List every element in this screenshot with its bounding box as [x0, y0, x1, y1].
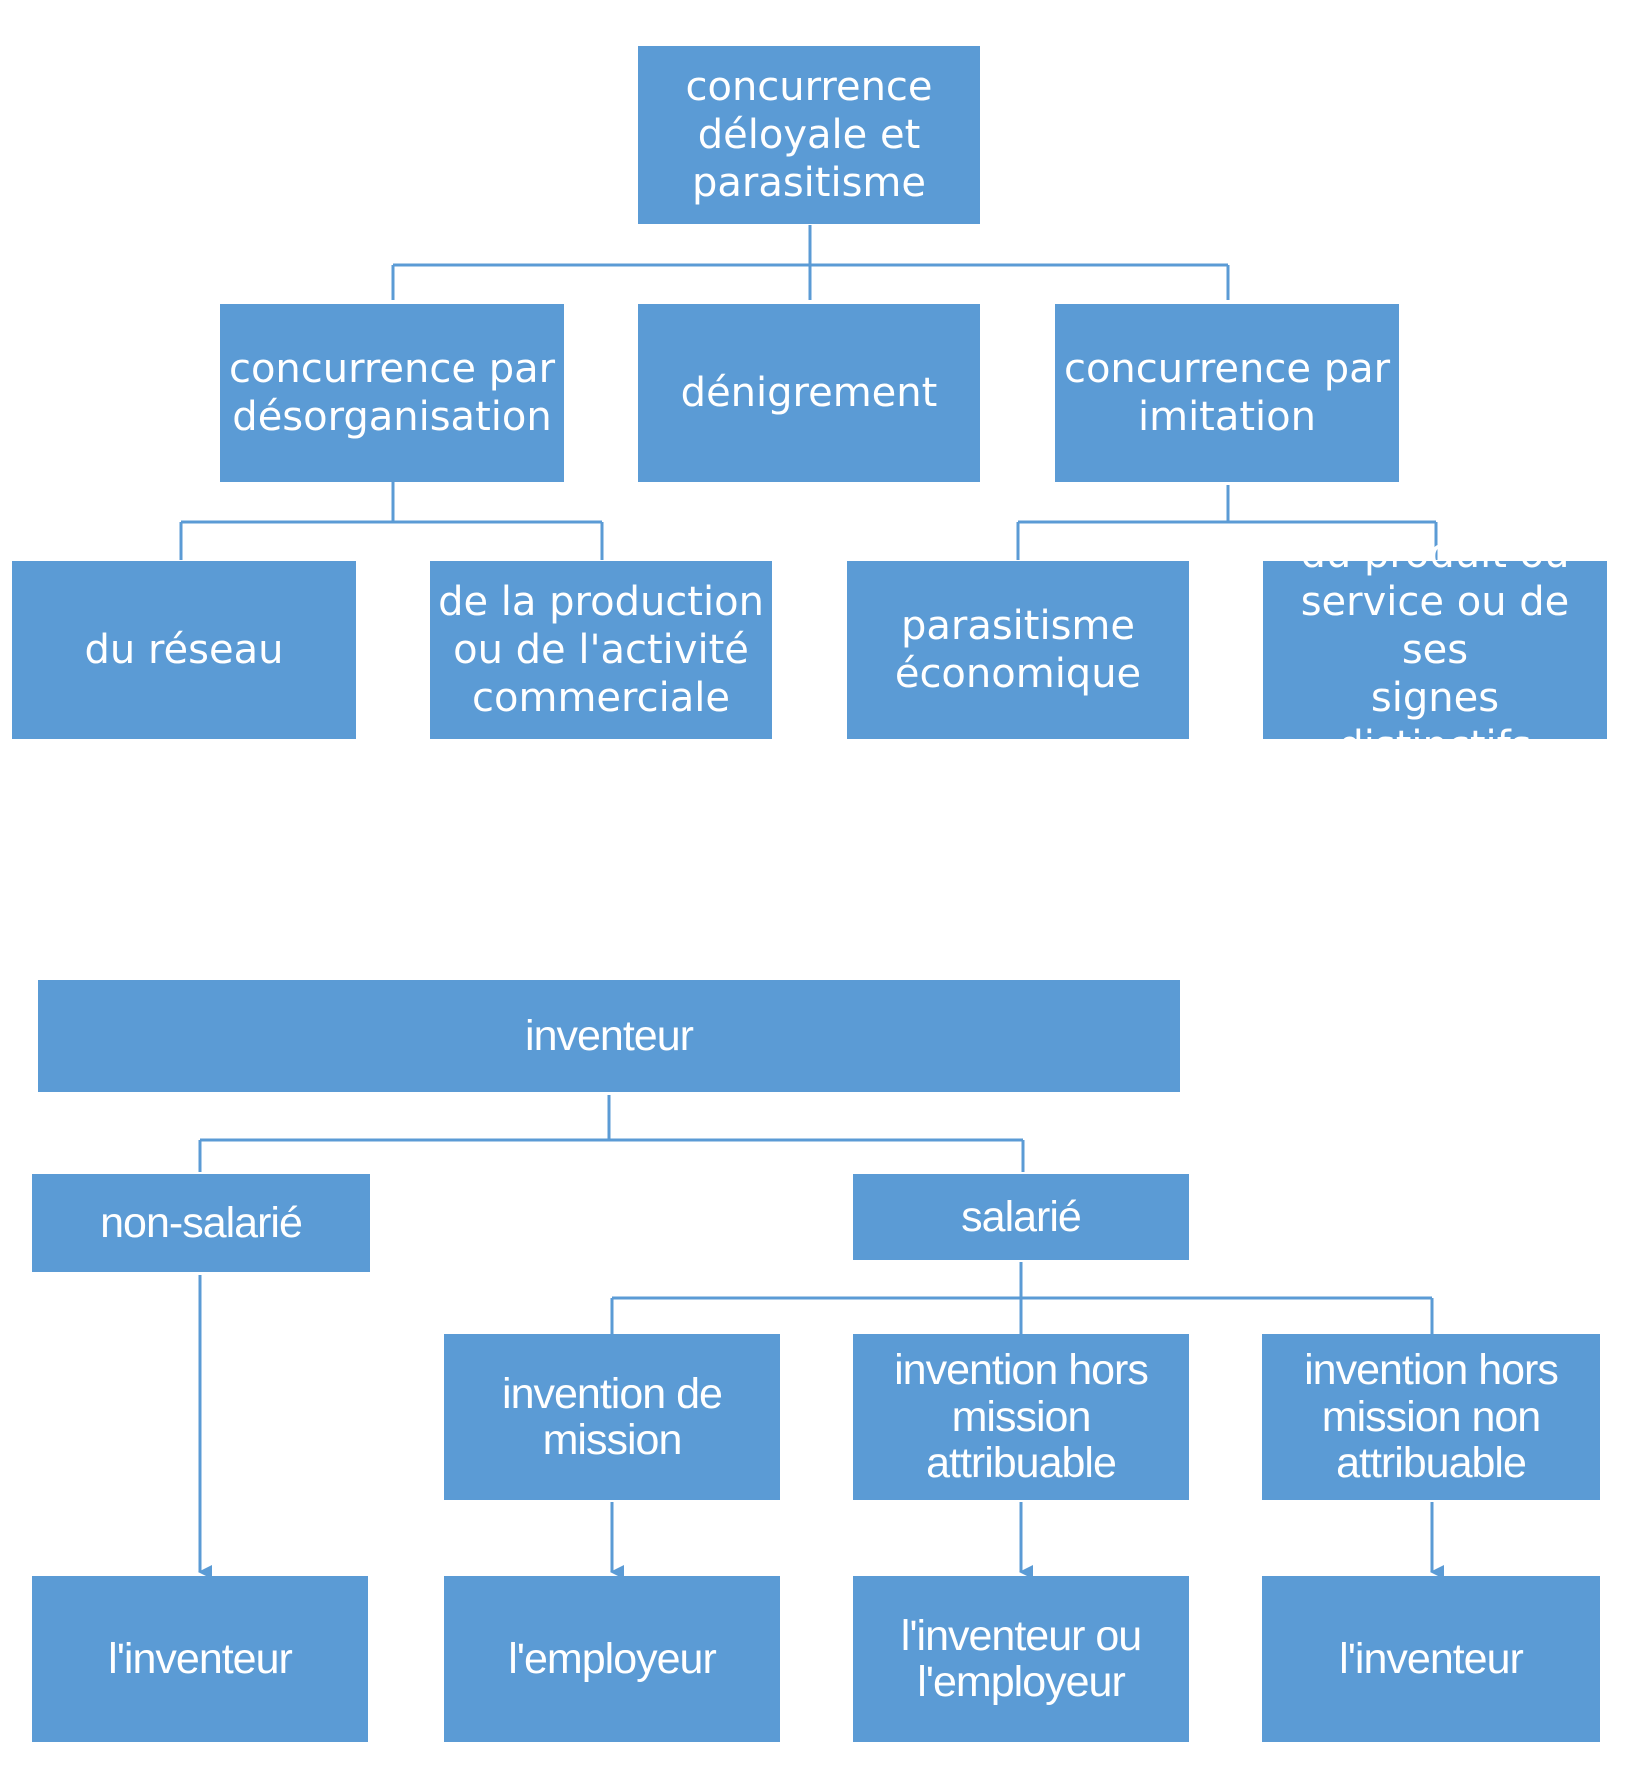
- node-owner-employeur: l'employeur: [444, 1576, 780, 1742]
- node-concurrence-imitation: concurrence par imitation: [1055, 304, 1399, 482]
- connector-inventeur-to-status: [198, 1095, 1025, 1172]
- node-inventeur: inventeur: [38, 980, 1180, 1092]
- node-invention-mission: invention de mission: [444, 1334, 780, 1500]
- node-denigrement: dénigrement: [638, 304, 980, 482]
- connector-desorganisation-to-children: [179, 482, 604, 560]
- node-non-salarie: non-salarié: [32, 1174, 370, 1272]
- node-owner-inventeur-ou-employeur: l'inventeur ou l'employeur: [853, 1576, 1189, 1742]
- node-owner-inventeur-non-salarie: l'inventeur: [32, 1576, 368, 1742]
- connector-salarie-to-inventions: [610, 1262, 1434, 1336]
- connector-root-to-level1: [391, 225, 1230, 300]
- node-concurrence-desorganisation: concurrence par désorganisation: [220, 304, 564, 482]
- node-parasitisme-economique: parasitisme économique: [847, 561, 1189, 739]
- node-production-activite: de la production ou de l'activité commer…: [430, 561, 772, 739]
- arrows-to-owners: [198, 1275, 1444, 1579]
- node-invention-hors-mission-attribuable: invention hors mission attribuable: [853, 1334, 1189, 1500]
- node-salarie: salarié: [853, 1174, 1189, 1260]
- node-du-reseau: du réseau: [12, 561, 356, 739]
- node-produit-service: du produit ou service ou de ses signes d…: [1263, 531, 1607, 769]
- node-owner-inventeur-non-attribuable: l'inventeur: [1262, 1576, 1600, 1742]
- node-concurrence-deloyale: concurrence déloyale et parasitisme: [638, 46, 980, 224]
- node-invention-hors-mission-non-attribuable: invention hors mission non attribuable: [1262, 1334, 1600, 1500]
- connector-imitation-to-children: [1016, 485, 1438, 560]
